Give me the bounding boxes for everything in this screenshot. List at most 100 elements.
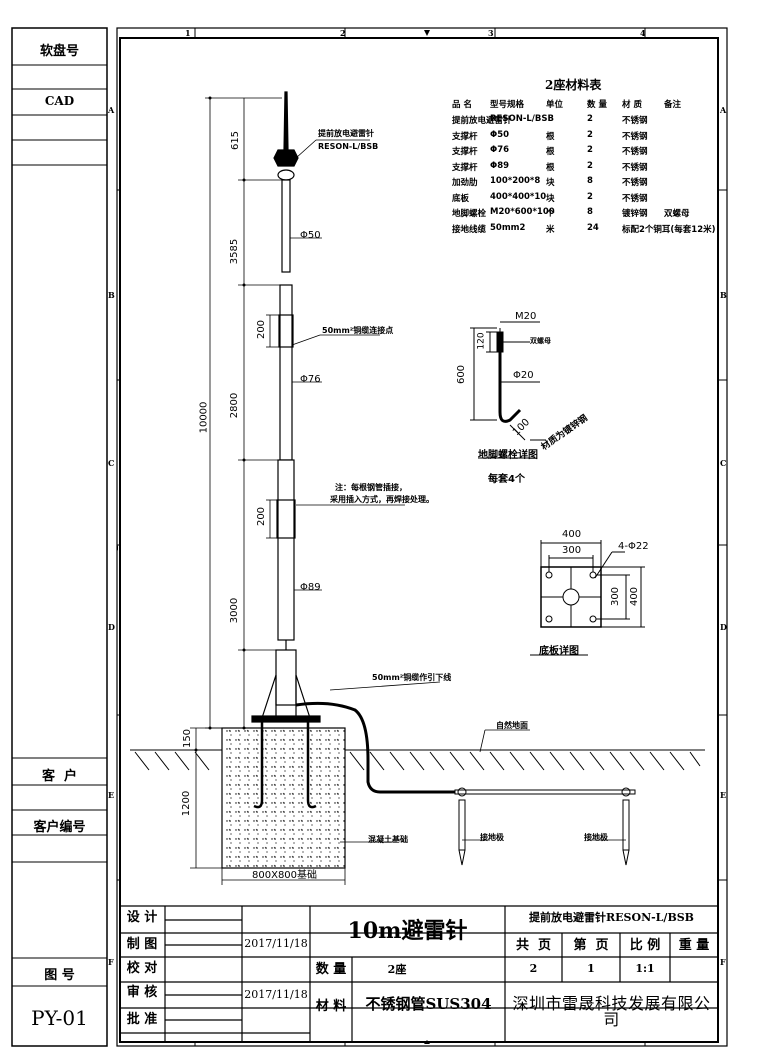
label-bolt-nut: 双螺母 bbox=[530, 337, 551, 345]
grid-side-e: E bbox=[108, 790, 115, 800]
label-bolt-title: 地脚螺栓详图 bbox=[478, 450, 538, 461]
plate-300v: 300 bbox=[610, 586, 622, 607]
tb-approve: 批 准 bbox=[126, 1012, 158, 1027]
materials-cell: 提前放电避雷针 bbox=[452, 116, 512, 126]
dim-2800: 2800 bbox=[229, 392, 241, 419]
materials-cell: 2 bbox=[587, 145, 593, 155]
materials-cell: 块 bbox=[546, 193, 555, 204]
grid-side-f: F bbox=[108, 957, 114, 967]
tb-product: 提前放电避雷针RESON-L/BSB bbox=[529, 911, 694, 924]
materials-cell: 2 bbox=[587, 129, 593, 140]
sidebar-drawing-no: PY-01 bbox=[31, 1006, 88, 1030]
materials-cell: 标配2个铜耳(每套12米) bbox=[622, 224, 716, 235]
materials-cell: 2 bbox=[587, 114, 593, 124]
materials-cell: 400*400*10 bbox=[490, 191, 547, 202]
materials-cell: M20*600*100 bbox=[490, 207, 555, 217]
materials-header: 品 名 bbox=[452, 100, 472, 110]
grid-side-d: D bbox=[108, 622, 115, 632]
sidebar-client-label: 客 户 bbox=[41, 769, 78, 784]
materials-header: 数 量 bbox=[587, 100, 607, 110]
materials-cell: 个 bbox=[546, 209, 555, 219]
materials-cell: 镀锌钢 bbox=[622, 209, 648, 219]
materials-cell: 不锈钢 bbox=[622, 178, 648, 188]
dim-phi76: Φ76 bbox=[300, 374, 321, 385]
label-electrode-2: 接地极 bbox=[584, 833, 608, 842]
materials-cell: 米 bbox=[546, 224, 555, 235]
materials-cell: 加劲肋 bbox=[452, 178, 478, 188]
plate-300: 300 bbox=[562, 545, 582, 556]
grid-side-d-r: D bbox=[720, 622, 727, 632]
materials-cell: 不锈钢 bbox=[622, 193, 648, 204]
materials-cell: 100*200*8 bbox=[490, 176, 541, 186]
label-bolt-set: 每套4个 bbox=[488, 474, 525, 485]
title-block-grid bbox=[120, 905, 718, 1042]
tb-sheet-label: 第 页 bbox=[573, 938, 609, 953]
sidebar-drawing-no-label: 图 号 bbox=[44, 968, 75, 983]
grid-top-2: 2 bbox=[340, 28, 346, 38]
materials-cell: 支撑杆 bbox=[452, 131, 478, 142]
grid-side-b-r: B bbox=[720, 290, 727, 300]
tb-material-label: 材 料 bbox=[315, 999, 347, 1014]
label-electrode-1: 接地极 bbox=[480, 833, 504, 842]
materials-cell: 块 bbox=[546, 178, 555, 188]
tb-scale: 1:1 bbox=[635, 962, 655, 975]
label-note1: 注：每根钢管插接， bbox=[335, 483, 407, 492]
grid-side-c-r: C bbox=[720, 458, 727, 468]
dim-200a: 200 bbox=[256, 319, 268, 340]
anchor-bolts bbox=[253, 718, 317, 809]
bolt-detail bbox=[470, 321, 546, 459]
ground-electrodes bbox=[457, 787, 631, 866]
materials-cell: 不锈钢 bbox=[622, 147, 648, 157]
materials-cell: 根 bbox=[546, 147, 555, 157]
bolt-120: 120 bbox=[476, 332, 487, 350]
label-note2: 采用插入方式，再焊接处理。 bbox=[330, 495, 434, 504]
materials-cell: 支撑杆 bbox=[452, 162, 478, 173]
grid-top-1: 1 bbox=[185, 28, 191, 38]
dim-3000: 3000 bbox=[229, 597, 241, 624]
concrete-foundation bbox=[221, 727, 346, 869]
materials-header: 备注 bbox=[664, 100, 682, 110]
dim-phi50: Φ50 bbox=[300, 230, 321, 241]
materials-cell: 8 bbox=[587, 176, 593, 186]
materials-cell: 地脚螺栓 bbox=[452, 209, 487, 219]
plate-400: 400 bbox=[562, 529, 582, 540]
arrow-ticks bbox=[194, 96, 246, 752]
materials-cell: 2 bbox=[587, 160, 593, 171]
materials-cell: Φ50 bbox=[490, 129, 510, 140]
materials-header: 单位 bbox=[546, 100, 564, 110]
materials-cell: 2 bbox=[587, 191, 593, 202]
lightning-rod bbox=[251, 91, 321, 723]
tb-sheet: 1 bbox=[587, 962, 595, 975]
materials-header: 材 质 bbox=[622, 100, 642, 110]
label-ground-surface: 自然地面 bbox=[496, 721, 528, 730]
materials-cell: 底板 bbox=[452, 193, 470, 204]
dim-615: 615 bbox=[230, 130, 242, 151]
materials-cell: 接地线缆 bbox=[452, 224, 487, 235]
materials-cell: 24 bbox=[587, 222, 599, 233]
dim-1200: 1200 bbox=[181, 790, 193, 817]
sidebar-client-no-label: 客户编号 bbox=[33, 820, 86, 835]
materials-cell: 不锈钢 bbox=[622, 162, 648, 173]
inner-frame bbox=[119, 37, 719, 1043]
label-rod-name: 提前放电避雷针 bbox=[318, 129, 374, 138]
grid-side-a-r: A bbox=[720, 105, 727, 115]
grid-side-f-r: F bbox=[720, 957, 726, 967]
plate-400v: 400 bbox=[629, 586, 641, 607]
tb-company: 深圳市雷晟科技发展有限公司 bbox=[512, 994, 711, 1029]
materials-cell: Φ76 bbox=[490, 145, 510, 155]
plate-detail bbox=[530, 540, 645, 656]
materials-cell: Φ89 bbox=[490, 160, 510, 171]
materials-header: 型号规格 bbox=[490, 100, 525, 110]
materials-cell: RESON-L/BSB bbox=[490, 114, 554, 124]
tb-design: 设 计 bbox=[126, 910, 158, 925]
tb-title: 10m避雷针 bbox=[347, 918, 468, 944]
materials-cell: 根 bbox=[546, 131, 555, 142]
sidebar-software-label: 软盘号 bbox=[39, 44, 79, 59]
tb-material: 不锈钢管SUS304 bbox=[365, 995, 492, 1013]
materials-cell: 支撑杆 bbox=[452, 147, 478, 157]
materials-cell: 不锈钢 bbox=[622, 116, 648, 126]
ground bbox=[130, 749, 705, 771]
grid-side-e-r: E bbox=[720, 790, 727, 800]
materials-title: 2座材料表 bbox=[545, 78, 602, 92]
